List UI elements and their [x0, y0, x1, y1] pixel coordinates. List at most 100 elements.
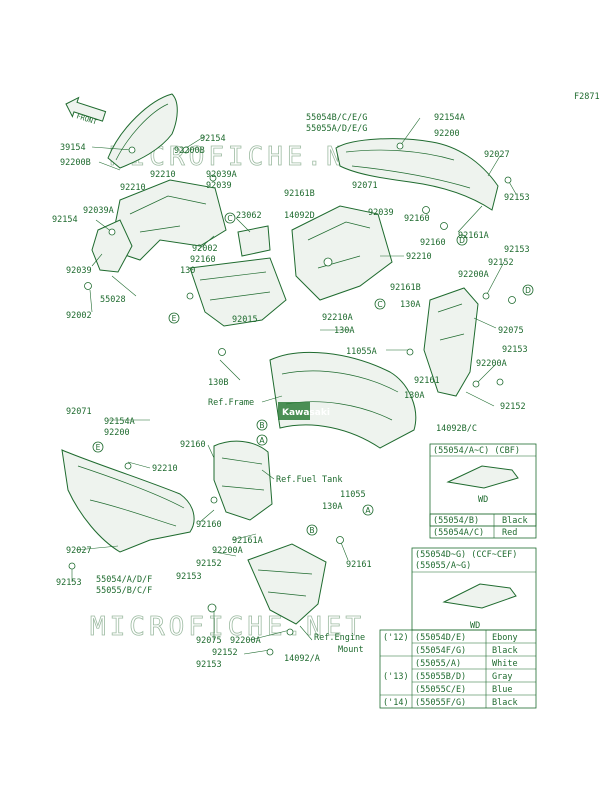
frame — [269, 351, 417, 449]
label: 130A — [334, 326, 354, 336]
label: 92152 — [500, 402, 526, 412]
table-ccf-part: (55055B/D) — [415, 672, 466, 682]
label: 92153 — [196, 660, 222, 670]
label: 14092D — [284, 211, 315, 221]
decal-ccf — [442, 583, 517, 609]
svg-text:C: C — [377, 300, 382, 309]
inner-cover-center — [291, 205, 393, 301]
table-ccf-year: ('12) — [383, 633, 409, 643]
label: 92200A — [476, 359, 507, 369]
label: 92200B — [60, 158, 91, 168]
leader-lines — [71, 117, 517, 655]
table-ccf-color: Gray — [492, 672, 512, 682]
label: 92153 — [502, 345, 528, 355]
table-ccf-part: (55054D/E) — [415, 633, 466, 643]
table-ccf-part: (55055C/E) — [415, 685, 466, 695]
table-ccf-color: Black — [492, 698, 518, 708]
callout-c-2: C — [374, 298, 386, 310]
label: 92152 — [196, 559, 222, 569]
figure-code: F2871 — [574, 92, 600, 102]
label: 92154 — [52, 215, 78, 225]
label: 92210 — [120, 183, 146, 193]
label: 92161A — [232, 536, 263, 546]
svg-text:A: A — [365, 506, 371, 515]
label: 92161 — [414, 376, 440, 386]
label: 92071 — [352, 181, 378, 191]
label: 14092B/C — [436, 424, 477, 434]
label: 92015 — [232, 315, 258, 325]
label: Mount — [338, 645, 364, 655]
label: Ref.Fuel Tank — [276, 475, 343, 485]
side-panel-right — [423, 287, 479, 397]
brand-logo: Kawasaki — [282, 408, 330, 418]
label: 92200 — [104, 428, 130, 438]
meter-stay — [189, 257, 287, 327]
label: 92039A — [206, 170, 237, 180]
callout-b-1: B — [256, 419, 268, 431]
label: 92153 — [504, 193, 530, 203]
label: 92200A — [230, 636, 261, 646]
svg-text:D: D — [459, 236, 465, 245]
side-bracket-left — [91, 219, 133, 273]
table-ccf-color: Ebony — [492, 633, 518, 643]
tank-side-cover — [213, 440, 273, 521]
table-cbf-color: Black — [502, 516, 528, 526]
table-ccf-part: (55055F/G) — [415, 698, 466, 708]
lower-cover — [247, 543, 327, 625]
callout-c-1: C — [224, 212, 236, 224]
label: 92161A — [458, 231, 489, 241]
svg-text:B: B — [259, 421, 264, 430]
label: 92039A — [83, 206, 114, 216]
label: 92075 — [498, 326, 524, 336]
label: 92153 — [56, 578, 82, 588]
label: 92152 — [488, 258, 514, 268]
callout-d-1: D — [456, 234, 468, 246]
svg-text:E: E — [96, 443, 101, 452]
label: 92154 — [200, 134, 226, 144]
label: 92210 — [406, 252, 432, 262]
label: 92160 — [420, 238, 446, 248]
part-labels: 39154 92200B 92154 92200B 92154 92210 92… — [52, 113, 530, 670]
label: 11055A — [346, 347, 377, 357]
label: 130A — [322, 502, 342, 512]
label: 92027 — [66, 546, 92, 556]
table-ccf-color: White — [492, 659, 518, 669]
table-ccf-year: ('14) — [383, 698, 409, 708]
label: 14092/A — [284, 654, 320, 664]
label: Ref.Frame — [208, 398, 254, 408]
label: 92002 — [66, 311, 92, 321]
table-ccf-header: (55054D~G) (CCF~CEF) — [415, 550, 517, 560]
label: 92160 — [404, 214, 430, 224]
label: 55028 — [100, 295, 126, 305]
label: 92152 — [212, 648, 238, 658]
upper-cowl-right — [335, 138, 499, 211]
label: 92039 — [368, 208, 394, 218]
bracket-23062 — [237, 225, 271, 257]
label: 39154 — [60, 143, 86, 153]
label: 92002 — [192, 244, 218, 254]
label: 55054B/C/E/G — [306, 113, 367, 123]
table-ccf-header: (55055/A~G) — [415, 561, 471, 571]
decal-cbf — [446, 465, 519, 489]
table-cbf-part: (55054A/C) — [433, 528, 484, 538]
label: 92154A — [104, 417, 135, 427]
label: 92161B — [284, 189, 315, 199]
label: 92160 — [190, 255, 216, 265]
label: 92153 — [176, 572, 202, 582]
label: 92210A — [322, 313, 353, 323]
table-ccf-decal: WD — [470, 621, 480, 631]
color-table-cbf: (55054/A~C) (CBF) WD (55054/B) Black (55… — [429, 443, 537, 539]
callout-e-2: E — [92, 441, 104, 453]
label: 92200A — [212, 546, 243, 556]
label: 92154A — [434, 113, 465, 123]
label: 92210 — [152, 464, 178, 474]
label: 11055 — [340, 490, 366, 500]
color-table-ccf: (55054D~G) (CCF~CEF) (55055/A~G) WD ('12… — [379, 547, 537, 709]
front-arrow-icon — [65, 96, 107, 122]
label: 55055A/D/E/G — [306, 124, 367, 134]
watermark-bottom: MICROFICHE.NET — [90, 612, 365, 642]
callout-e-1: E — [168, 312, 180, 324]
label: 92160 — [196, 520, 222, 530]
label: 130A — [400, 300, 420, 310]
